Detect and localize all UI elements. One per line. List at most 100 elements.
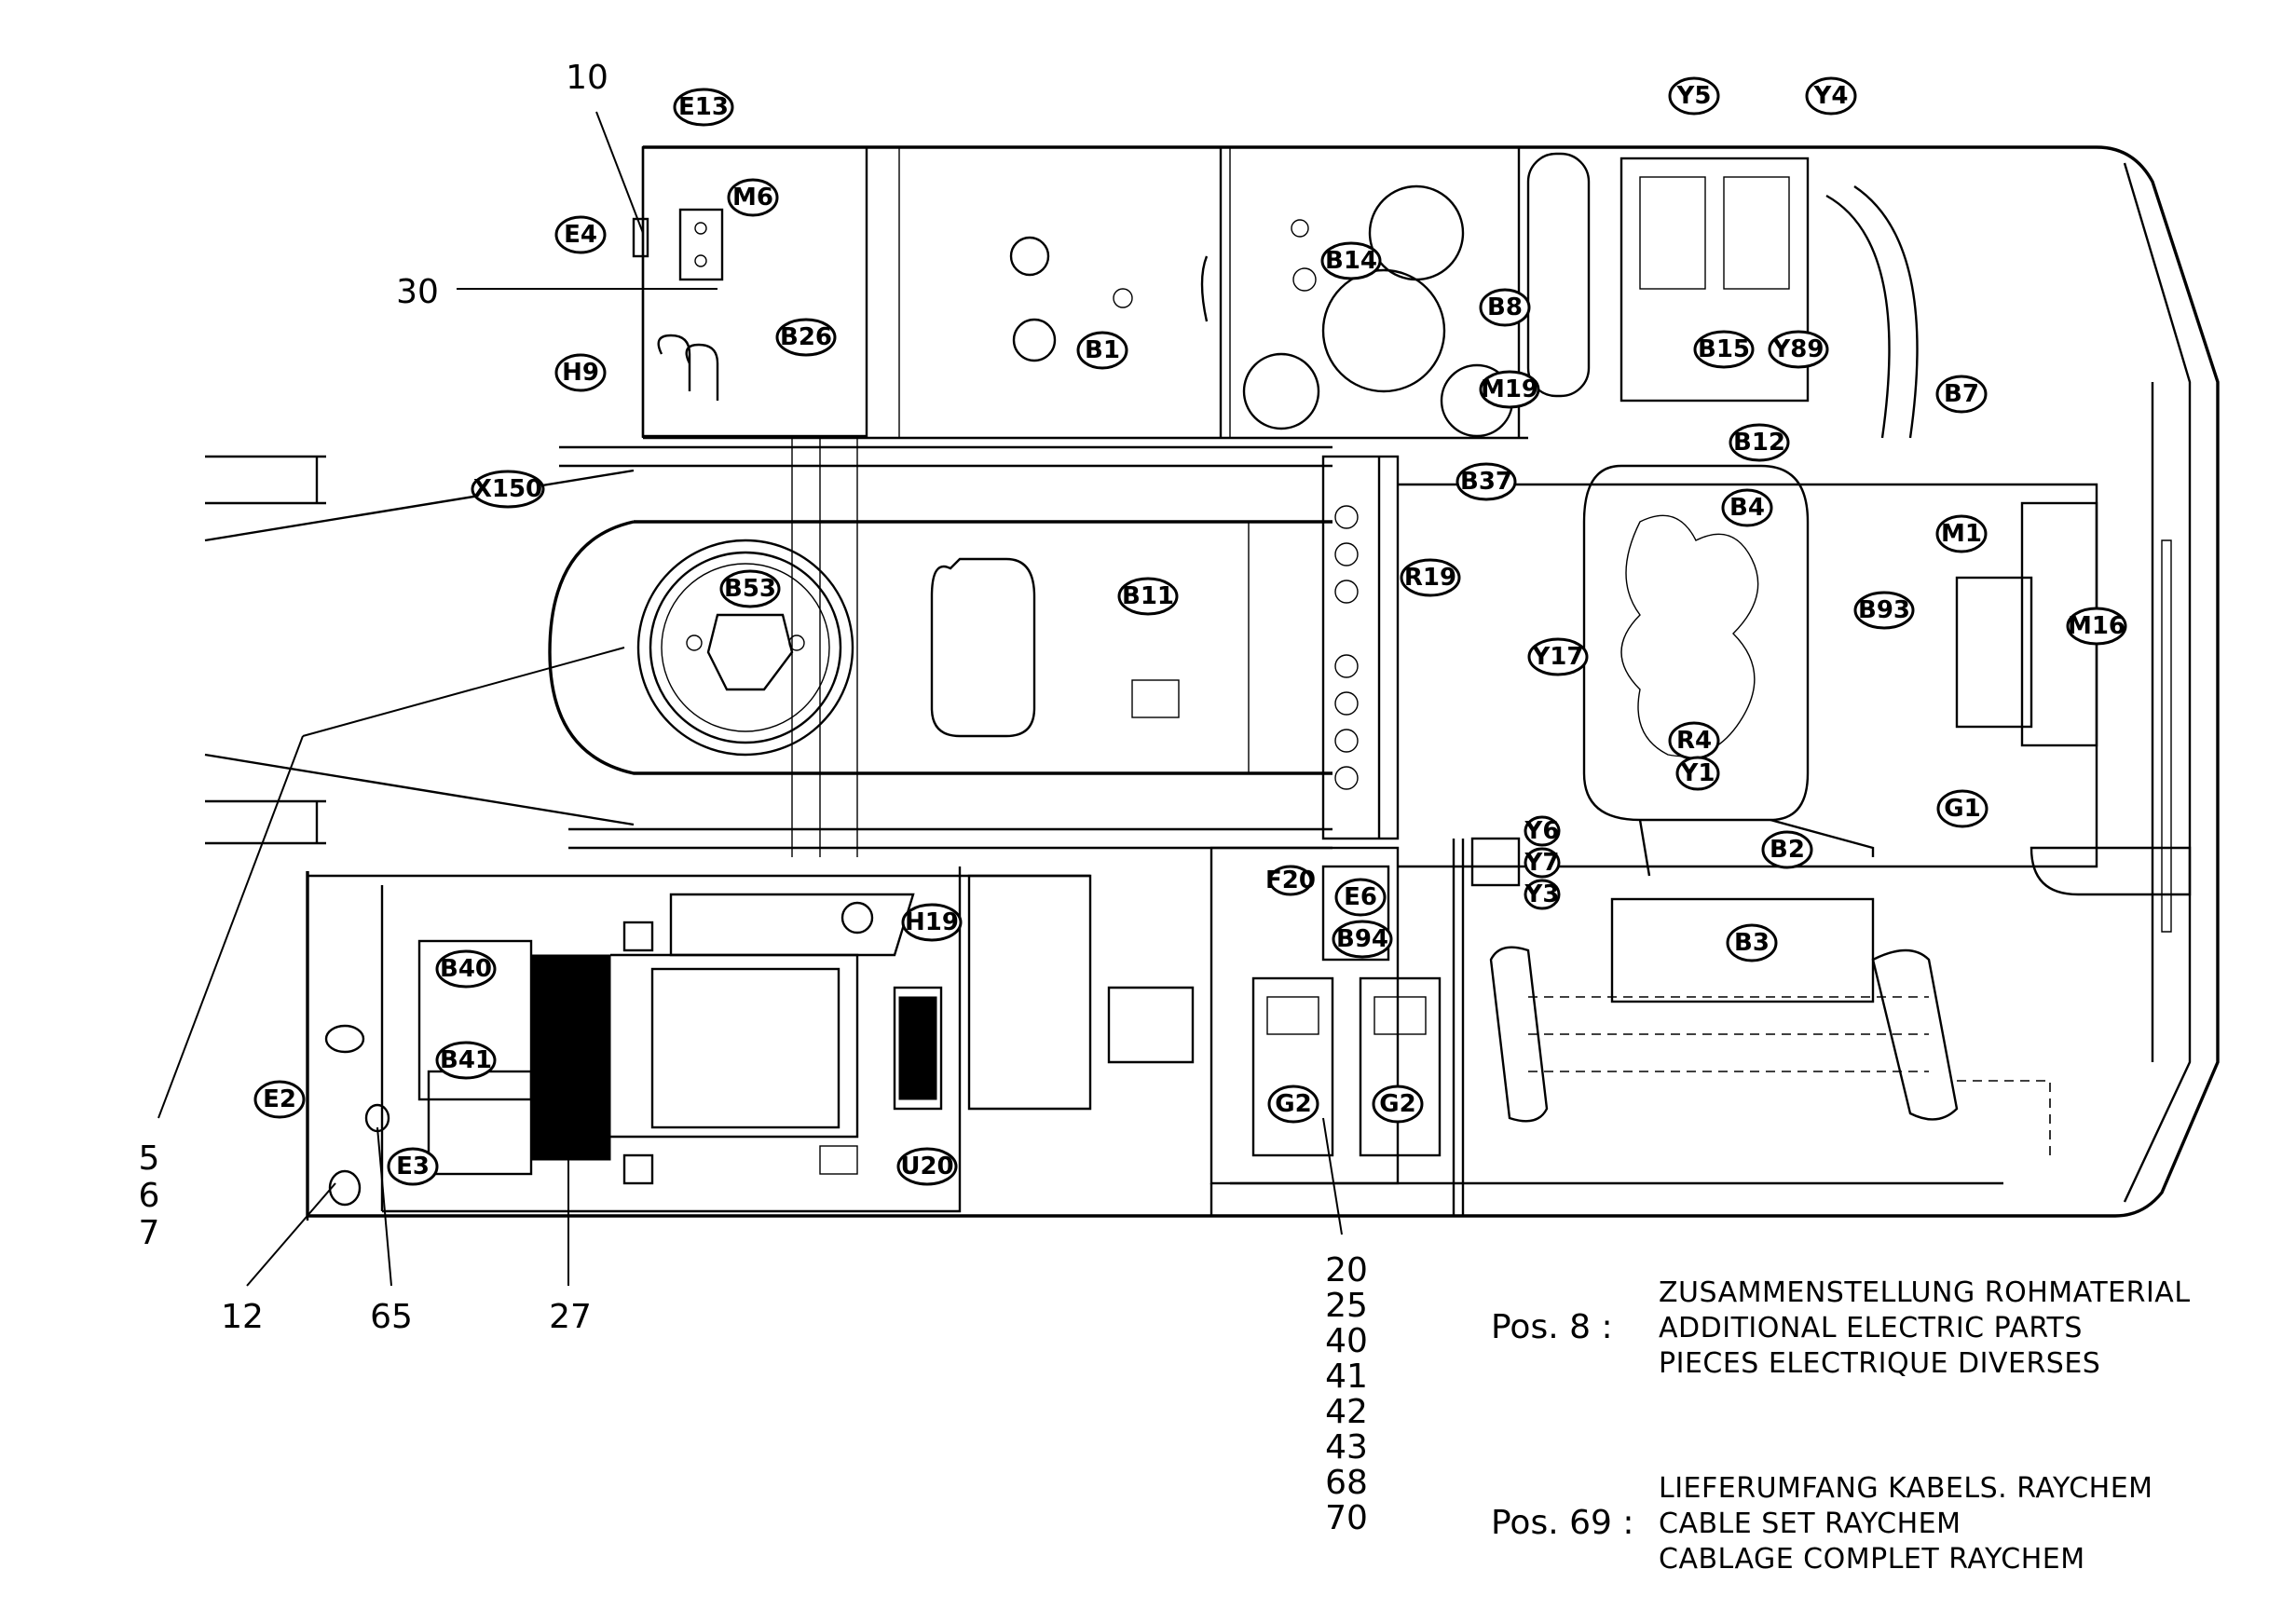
tag-Y1: Y1 bbox=[1675, 756, 1720, 791]
tag-B53: B53 bbox=[719, 569, 781, 608]
svg-text:E13: E13 bbox=[678, 93, 729, 121]
callout-12: 12 bbox=[221, 1298, 264, 1336]
tag-B4: B4 bbox=[1721, 488, 1773, 527]
tag-E4: E4 bbox=[554, 215, 607, 254]
tag-B15: B15 bbox=[1693, 330, 1755, 369]
legend-pos69-label: Pos. 69 : bbox=[1491, 1504, 1634, 1542]
callout-5: 5 bbox=[139, 1139, 160, 1178]
svg-text:M1: M1 bbox=[1941, 520, 1982, 548]
svg-text:B3: B3 bbox=[1734, 929, 1770, 957]
svg-text:G1: G1 bbox=[1944, 795, 1980, 823]
svg-text:B41: B41 bbox=[440, 1046, 492, 1074]
svg-text:B8: B8 bbox=[1487, 293, 1523, 321]
boom-arm bbox=[204, 438, 1332, 857]
center-section bbox=[967, 839, 1465, 1216]
tag-B93: B93 bbox=[1853, 591, 1915, 630]
tag-X150: X150 bbox=[471, 470, 545, 509]
tag-B94: B94 bbox=[1332, 920, 1393, 959]
svg-text:B7: B7 bbox=[1944, 380, 1979, 408]
svg-text:B37: B37 bbox=[1460, 468, 1512, 496]
callout-6: 6 bbox=[139, 1177, 160, 1215]
tag-E6: E6 bbox=[1334, 878, 1387, 917]
svg-text:B12: B12 bbox=[1733, 429, 1785, 457]
tag-B37: B37 bbox=[1456, 462, 1517, 501]
callout-stack-item: 70 bbox=[1325, 1499, 1368, 1537]
svg-text:Y5: Y5 bbox=[1676, 82, 1712, 110]
svg-text:X150: X150 bbox=[473, 475, 542, 503]
legend-pos69-line-de: LIEFERUMFANG KABELS. RAYCHEM bbox=[1659, 1472, 2153, 1505]
tag-E2: E2 bbox=[253, 1080, 306, 1119]
svg-text:B15: B15 bbox=[1698, 335, 1750, 363]
leader-lines bbox=[157, 111, 1343, 1287]
tag-U20: U20 bbox=[896, 1147, 958, 1186]
tag-M1: M1 bbox=[1935, 514, 1988, 553]
tag-Y6: Y6 bbox=[1524, 815, 1561, 847]
callout-10: 10 bbox=[566, 59, 608, 97]
svg-text:Y4: Y4 bbox=[1813, 82, 1849, 110]
tag-F20: F20 bbox=[1265, 865, 1316, 896]
svg-text:E4: E4 bbox=[564, 221, 597, 249]
svg-text:B14: B14 bbox=[1325, 247, 1377, 275]
chassis-outline bbox=[306, 145, 2220, 1218]
svg-text:Y17: Y17 bbox=[1531, 643, 1583, 671]
svg-text:M6: M6 bbox=[732, 184, 773, 211]
svg-text:E3: E3 bbox=[396, 1153, 430, 1180]
tag-E3: E3 bbox=[387, 1147, 439, 1186]
svg-text:B93: B93 bbox=[1858, 596, 1910, 624]
callout-stack-item: 43 bbox=[1325, 1428, 1368, 1467]
svg-text:B11: B11 bbox=[1122, 582, 1174, 610]
svg-text:Y6: Y6 bbox=[1524, 817, 1560, 845]
tag-Y3: Y3 bbox=[1524, 879, 1561, 910]
position-callouts: 10 30 5 6 7 12 65 27 bbox=[139, 59, 608, 1336]
tag-B2: B2 bbox=[1761, 830, 1813, 869]
callout-stack-item: 40 bbox=[1325, 1322, 1368, 1360]
svg-text:B40: B40 bbox=[440, 955, 492, 983]
callout-27: 27 bbox=[549, 1298, 592, 1336]
tag-Y4: Y4 bbox=[1805, 76, 1857, 116]
svg-text:M19: M19 bbox=[1481, 375, 1538, 403]
svg-text:B2: B2 bbox=[1770, 836, 1805, 864]
callout-stack-item: 68 bbox=[1325, 1464, 1368, 1502]
svg-text:E6: E6 bbox=[1344, 883, 1377, 911]
svg-text:G2: G2 bbox=[1379, 1090, 1415, 1118]
tag-B11: B11 bbox=[1117, 577, 1179, 616]
callout-stack-item: 42 bbox=[1325, 1393, 1368, 1431]
svg-text:E2: E2 bbox=[263, 1085, 296, 1113]
tag-G1: G1 bbox=[1936, 789, 1988, 828]
tag-R4: R4 bbox=[1668, 721, 1720, 760]
tag-B14: B14 bbox=[1320, 241, 1382, 280]
engine-section bbox=[1242, 152, 2192, 1155]
tag-B1: B1 bbox=[1076, 331, 1128, 370]
svg-text:R19: R19 bbox=[1404, 564, 1456, 592]
svg-text:U20: U20 bbox=[900, 1153, 953, 1180]
svg-text:Y89: Y89 bbox=[1771, 335, 1824, 363]
tag-B40: B40 bbox=[435, 949, 497, 989]
svg-text:B26: B26 bbox=[780, 323, 832, 351]
legend-pos69-line-en: CABLE SET RAYCHEM bbox=[1659, 1508, 1961, 1540]
svg-text:B4: B4 bbox=[1729, 494, 1765, 522]
svg-text:F20: F20 bbox=[1265, 866, 1316, 894]
tag-B7: B7 bbox=[1935, 375, 1988, 414]
tag-M16: M16 bbox=[2066, 607, 2127, 646]
tag-R19: R19 bbox=[1400, 558, 1461, 597]
svg-text:H9: H9 bbox=[562, 359, 599, 387]
tag-Y17: Y17 bbox=[1527, 637, 1589, 676]
callout-65: 65 bbox=[370, 1298, 413, 1336]
tag-Y7: Y7 bbox=[1524, 847, 1561, 879]
tag-M19: M19 bbox=[1479, 370, 1540, 409]
tag-B3: B3 bbox=[1726, 923, 1778, 962]
legend-pos8-line-en: ADDITIONAL ELECTRIC PARTS bbox=[1659, 1312, 2083, 1344]
cabin-area bbox=[306, 866, 962, 1221]
callout-stack-item: 20 bbox=[1325, 1251, 1368, 1289]
legend-pos8-line-de: ZUSAMMENSTELLUNG ROHMATERIAL bbox=[1659, 1276, 2191, 1309]
top-left-compartment bbox=[632, 145, 1317, 438]
slewing-ring bbox=[636, 539, 854, 757]
svg-text:M16: M16 bbox=[2068, 612, 2125, 640]
svg-text:Y3: Y3 bbox=[1524, 880, 1560, 908]
svg-text:B53: B53 bbox=[724, 575, 776, 603]
tag-H19: H19 bbox=[901, 903, 963, 942]
legend-pos69-line-fr: CABLAGE COMPLET RAYCHEM bbox=[1659, 1543, 2085, 1576]
callout-7: 7 bbox=[139, 1214, 160, 1252]
